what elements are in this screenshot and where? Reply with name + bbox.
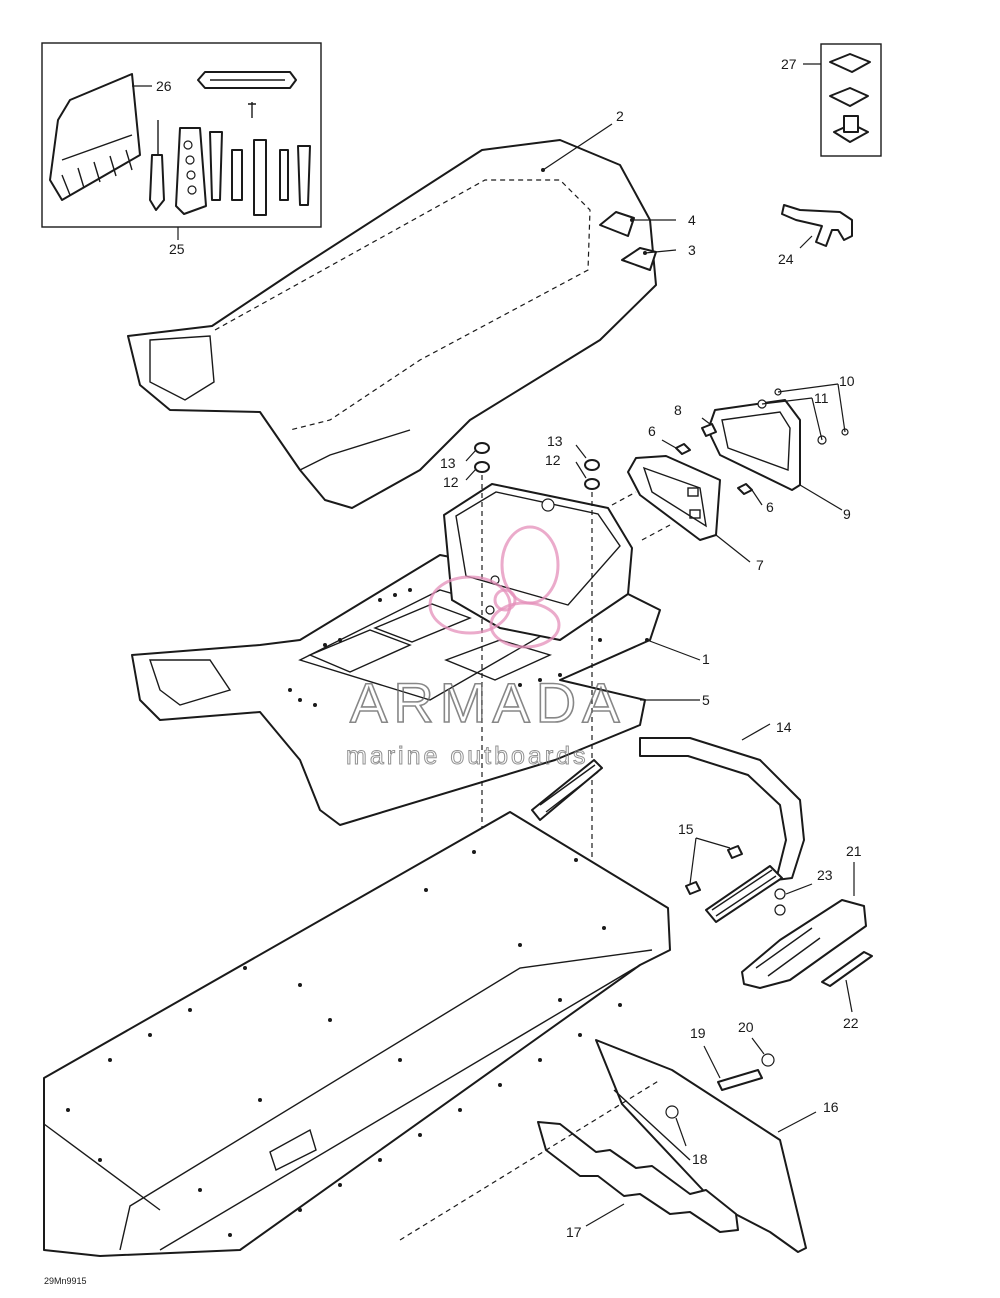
callout-label: 27 xyxy=(781,56,797,72)
rear-cap-reflector xyxy=(821,951,873,987)
screw-6-upper xyxy=(675,443,691,455)
callout-label: 10 xyxy=(839,373,855,389)
tunnel-body xyxy=(43,811,671,1257)
screw-6-lower xyxy=(737,483,753,495)
handle-grip-strip-lower xyxy=(705,865,783,923)
wrench-tool-a xyxy=(209,131,223,201)
storage-compartment xyxy=(443,483,633,641)
rear-cap-cover xyxy=(741,899,867,989)
snow-flap-backing-plate xyxy=(537,1121,739,1233)
flap-nut-18 xyxy=(665,1105,679,1119)
rear-cap-group xyxy=(741,862,873,1013)
callout-label: 4 xyxy=(688,212,696,228)
callout-label: 25 xyxy=(169,241,185,257)
callout-label: 8 xyxy=(674,402,682,418)
callout-label: 1 xyxy=(702,651,710,667)
spark-plug-tool xyxy=(279,149,289,201)
callout-labels: 1 2 3 4 5 6 6 7 8 9 10 11 12 12 13 13 14… xyxy=(156,56,862,1240)
callout-label: 17 xyxy=(566,1224,582,1240)
callout-label: 21 xyxy=(846,843,862,859)
callout-label: 7 xyxy=(756,557,764,573)
flap-washer-20 xyxy=(761,1053,775,1067)
callout-label: 24 xyxy=(778,251,794,267)
bulb-socket-8 xyxy=(701,423,717,437)
callout-label: 6 xyxy=(766,499,774,515)
callout-label: 9 xyxy=(843,506,851,522)
rivet-23a xyxy=(774,888,786,900)
tool-pouch xyxy=(49,73,141,201)
extension-tool xyxy=(297,145,311,206)
spanner-wrench xyxy=(781,204,853,247)
callout-label: 3 xyxy=(688,242,696,258)
callout-label: 20 xyxy=(738,1019,754,1035)
snow-flap-group xyxy=(537,1037,817,1253)
callout-label: 11 xyxy=(814,390,829,406)
callout-label: 26 xyxy=(156,78,172,94)
seat-base-group xyxy=(131,483,701,826)
callout-label: 23 xyxy=(817,867,833,883)
seat-cushion xyxy=(127,139,657,509)
seat-latch-kit-frame xyxy=(820,43,882,157)
callout-label: 12 xyxy=(545,452,561,468)
seat-latch-lever xyxy=(599,211,635,237)
snow-flap xyxy=(595,1039,807,1253)
callout-label: 13 xyxy=(440,455,456,471)
tool-kit-frame xyxy=(41,42,322,228)
callout-label: 19 xyxy=(690,1025,706,1041)
grab-handle-bar xyxy=(639,737,805,881)
base-mounting-holes xyxy=(288,588,602,707)
tool-kit-group xyxy=(41,42,322,240)
grab-handle-group xyxy=(531,723,805,923)
callout-label: 18 xyxy=(692,1151,708,1167)
handle-grip-strip-upper xyxy=(531,759,603,821)
tail-light-lens xyxy=(707,399,801,491)
wrench-tool-b xyxy=(231,149,243,201)
watermark-logo xyxy=(428,525,561,649)
callout-label: 5 xyxy=(702,692,710,708)
tunnel-rivets xyxy=(66,850,622,1237)
screwdriver-tool xyxy=(149,154,165,211)
seat-latch-kit xyxy=(803,43,882,157)
clamp-screw-15b xyxy=(685,881,701,895)
callout-label: 6 xyxy=(648,423,656,439)
callout-label: 2 xyxy=(616,108,624,124)
wrench-tool-c xyxy=(253,139,267,216)
callout-label: 22 xyxy=(843,1015,859,1031)
callout-label: 13 xyxy=(547,433,563,449)
callout-label: 12 xyxy=(443,474,459,490)
tunnel-top-surface xyxy=(43,811,671,1257)
clamp-screw-15a xyxy=(727,845,743,859)
diagram-reference-code: 29Mn9915 xyxy=(44,1276,87,1286)
watermark-tagline: marine outboards xyxy=(346,742,589,770)
tail-light-base xyxy=(627,455,721,541)
watermark-brand: ARMADA xyxy=(350,671,626,734)
tail-light-group xyxy=(611,383,849,563)
callout-label: 16 xyxy=(823,1099,839,1115)
rivet-23b xyxy=(774,904,786,916)
callout-label: 15 xyxy=(678,821,694,837)
flap-bolt-19 xyxy=(717,1069,763,1091)
seat-group xyxy=(127,123,677,509)
callout-label: 14 xyxy=(776,719,792,735)
